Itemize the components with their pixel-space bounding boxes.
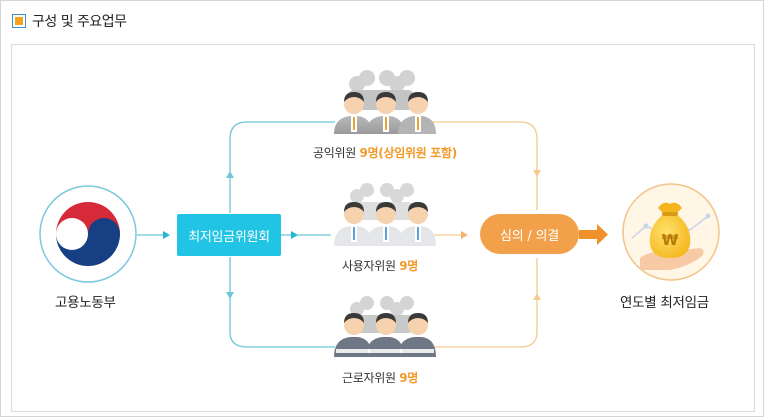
section-bullet-icon [12,14,26,28]
arrow-to-result [579,224,608,245]
down-arrow [226,292,234,299]
ministry-emblem [39,185,137,283]
worker-members-label: 근로자위원 9명 [342,371,419,385]
won-symbol: ₩ [662,231,679,249]
right-arrow-orange [461,231,468,239]
employer-members-icon [334,183,436,246]
deliberation-box: 심의 / 의결 [480,214,579,254]
right-arrow [291,231,298,239]
result-label: 연도별 최저임금 [620,295,709,311]
commission-box: 최저임금위원회 [177,214,281,256]
employer-members-label: 사용자위원 9명 [342,259,419,273]
arrow-ministry-to-commission [137,231,170,239]
down-arrow-orange [533,170,541,177]
commission-branches [229,121,335,348]
deliberation-branches [432,121,538,348]
worker-members-icon [334,296,436,357]
money-bag-icon: ₩ [622,183,720,281]
section-header: 구성 및 주요업무 [12,11,127,31]
public-members-icon [334,70,436,134]
ministry-label: 고용노동부 [55,295,116,311]
up-arrow [226,171,234,178]
section-title: 구성 및 주요업무 [32,14,127,30]
up-arrow-orange [533,293,541,300]
public-members-label: 공익위원 9명(상임위원 포함) [313,146,457,160]
